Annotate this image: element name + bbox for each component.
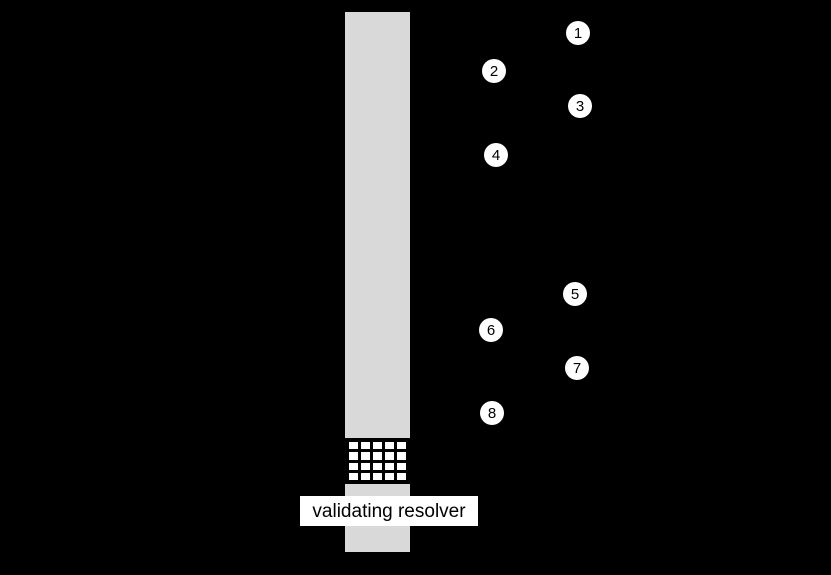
step-marker-5: 5 <box>563 282 587 306</box>
grid-cell <box>397 472 406 480</box>
step-marker-1: 1 <box>566 21 590 45</box>
grid-cell <box>373 452 382 460</box>
step-marker-4: 4 <box>484 143 508 167</box>
grid-cell <box>349 442 358 450</box>
grid-cell <box>349 462 358 470</box>
step-marker-6: 6 <box>479 318 503 342</box>
grid-cell <box>361 442 370 450</box>
validating-resolver-label: validating resolver <box>300 496 478 526</box>
grid-cell <box>385 442 394 450</box>
grid-cell <box>373 442 382 450</box>
grid-cell <box>385 472 394 480</box>
grid-cell <box>397 452 406 460</box>
grid-cell <box>385 452 394 460</box>
step-marker-3: 3 <box>568 94 592 118</box>
hatch-grid <box>345 438 410 484</box>
grid-cell <box>397 462 406 470</box>
grid-cell <box>385 462 394 470</box>
grid-cell <box>349 472 358 480</box>
grid-cell <box>349 452 358 460</box>
grid-cell <box>397 442 406 450</box>
grid-cell <box>361 462 370 470</box>
grid-cell <box>361 452 370 460</box>
step-marker-2: 2 <box>482 59 506 83</box>
step-marker-8: 8 <box>480 401 504 425</box>
grid-cell <box>373 472 382 480</box>
grid-cell <box>373 462 382 470</box>
step-marker-7: 7 <box>565 356 589 380</box>
grid-cell <box>361 472 370 480</box>
